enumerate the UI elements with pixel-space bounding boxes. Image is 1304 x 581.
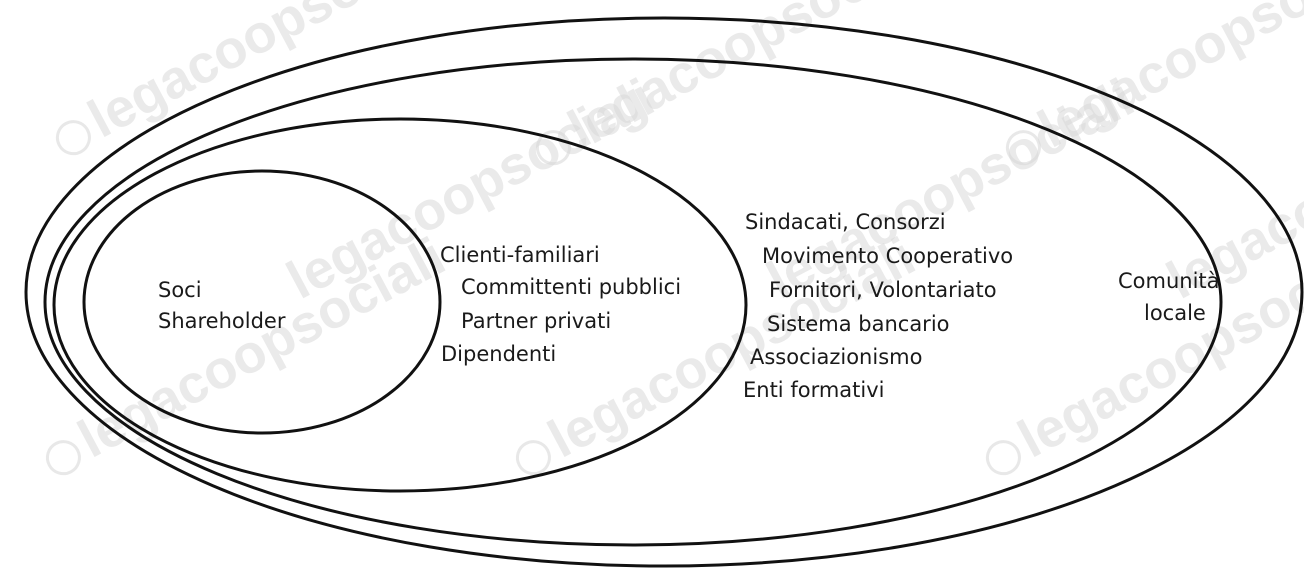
label-clienti-familiari: Clienti-familiari [440,243,600,267]
label-sindacati-consorzi: Sindacati, Consorzi [745,210,946,234]
watermark-text: legacoopsociali [757,67,1143,310]
label-fornitori-volontariato: Fornitori, Volontariato [769,278,997,302]
label-comunita: Comunità [1118,269,1220,293]
ring-secondary-stakeholders [43,57,1223,547]
ring-primary-stakeholders [52,117,748,493]
label-sistema-bancario: Sistema bancario [767,312,950,336]
rings [24,16,1304,568]
label-partner-privati: Partner privati [461,309,611,333]
label-associazionismo: Associazionismo [750,345,922,369]
label-movimento-cooperativo: Movimento Cooperativo [762,244,1013,268]
label-enti-formativi: Enti formativi [743,378,884,402]
label-shareholder: Shareholder [158,309,286,333]
watermark-logo-icon [535,130,571,166]
watermark-logo-icon [45,440,81,476]
label-dipendenti: Dipendenti [441,342,556,366]
watermark-logo-icon [1005,130,1041,166]
label-locale: locale [1144,301,1206,325]
label-committenti-pubblici: Committenti pubblici [461,275,681,299]
watermark-logo-icon [985,440,1021,476]
inner-ring-soci [82,169,442,435]
labels: Soci Shareholder Clienti-familiari Commi… [158,210,1220,402]
watermark-layer: legacoopsociali legacoopsociali legacoop… [45,0,1304,476]
watermark-logo-icon [55,120,91,156]
outer-ring-community [24,16,1304,568]
label-soci: Soci [158,278,202,302]
watermark-logo-icon [515,440,551,476]
